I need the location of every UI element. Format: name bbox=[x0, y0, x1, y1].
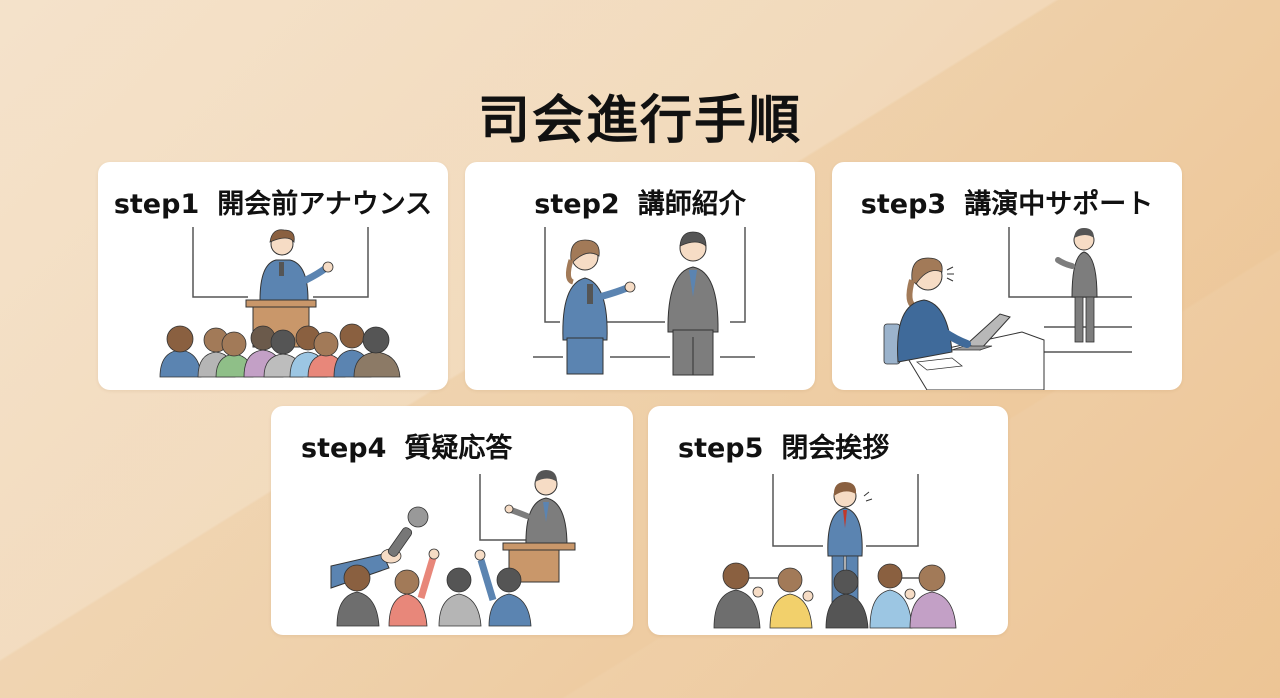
page-title: 司会進行手順 bbox=[477, 91, 802, 151]
step-label: 質疑応答 bbox=[404, 433, 513, 464]
assistant-at-laptop-supporting-speaker-icon bbox=[883, 227, 1132, 390]
step-label: 講演中サポート bbox=[964, 189, 1154, 220]
step-number: step2 bbox=[534, 189, 620, 220]
speaker-at-podium-with-audience-icon bbox=[159, 227, 401, 378]
emcee-introducing-lecturer-icon bbox=[533, 227, 755, 376]
speaker-bowing-audience-applause-icon bbox=[713, 474, 957, 629]
step-number: step1 bbox=[113, 189, 200, 220]
step-card-2: step2 講師紹介 bbox=[465, 162, 815, 390]
step-card-4: step4 質疑応答 bbox=[271, 406, 633, 635]
step-card-title: step1 開会前アナウンス bbox=[98, 182, 448, 221]
step-card-title: step4 質疑応答 bbox=[271, 426, 633, 465]
step-number: step4 bbox=[301, 433, 387, 464]
step-label: 講師紹介 bbox=[637, 189, 746, 220]
q-and-a-microphone-raised-hands-icon bbox=[330, 470, 576, 627]
step-card-title: step2 講師紹介 bbox=[465, 182, 815, 221]
step-number: step3 bbox=[860, 189, 947, 220]
step-card-title: step5 閉会挨拶 bbox=[648, 426, 1008, 465]
step-card-title: step3 講演中サポート bbox=[832, 182, 1182, 221]
step-card-5: step5 閉会挨拶 bbox=[648, 406, 1008, 635]
step-label: 閉会挨拶 bbox=[781, 433, 890, 464]
step-card-1: step1 開会前アナウンス bbox=[98, 162, 448, 390]
step-label: 開会前アナウンス bbox=[217, 189, 433, 220]
step-card-3: step3 講演中サポート bbox=[832, 162, 1182, 390]
step-number: step5 bbox=[678, 433, 764, 464]
